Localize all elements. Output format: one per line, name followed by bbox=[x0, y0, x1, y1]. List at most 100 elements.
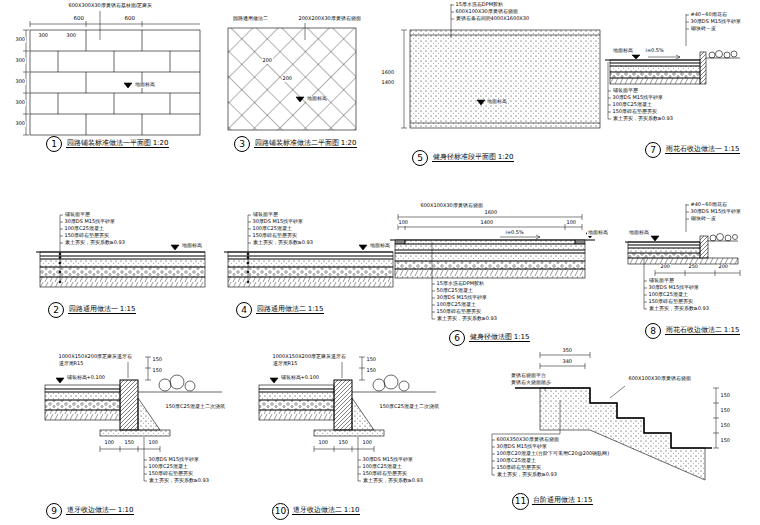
callout-number: 8 bbox=[650, 327, 656, 336]
annotation-label: 黄锈石火烧面踏步 bbox=[510, 380, 551, 386]
annotation-label: 200 bbox=[718, 264, 729, 270]
annotation-label: 铺装面平层 bbox=[64, 212, 90, 218]
annotation-label: 素土夯实，夯实系数≥0.93 bbox=[362, 478, 423, 484]
annotation-label: 黄锈石条石间距4000X1600X30 bbox=[455, 16, 530, 22]
detail-callout-circle: 5 bbox=[412, 150, 428, 166]
drawing-title: 台阶通用做法 1:15 bbox=[532, 496, 593, 505]
annotation-label: 300 bbox=[15, 79, 26, 85]
annotation-label: 300 bbox=[15, 37, 26, 43]
annotation-label: 砌块砖一皮 bbox=[690, 216, 716, 222]
detail-callout-circle: 4 bbox=[236, 302, 252, 318]
callout-number: 6 bbox=[454, 334, 460, 343]
detail-callout-circle: 1 bbox=[46, 136, 62, 152]
drawing-title: 园路铺装标准做法二平面图 1:20 bbox=[254, 139, 357, 148]
drawing-title: 道牙收边做法一 1:10 bbox=[66, 506, 134, 515]
annotation-label: 地面标高 bbox=[306, 96, 327, 102]
annotation-label: 150厚碎石垫层夯实 bbox=[64, 233, 110, 239]
annotation-label: 素土夯实，夯实系数≥0.93 bbox=[252, 240, 313, 246]
annotation-label: #40~60雨花石 bbox=[690, 202, 727, 208]
annotation-label: 30厚DS M15找平砂浆 bbox=[252, 219, 304, 225]
annotation-label: 30厚DS M15找平砂浆 bbox=[496, 444, 548, 450]
annotation-label: 30厚DS M15找平砂浆 bbox=[362, 457, 414, 463]
detail-callout-circle: 8 bbox=[645, 323, 661, 339]
drawing-title: 健身径做法图 1:15 bbox=[469, 333, 530, 342]
detail-callout-circle: 2 bbox=[48, 302, 64, 318]
annotation-label: 100 bbox=[104, 440, 115, 446]
detail-callout-circle: 6 bbox=[449, 330, 465, 346]
annotation-label: 素土夯实，夯实系数≥0.93 bbox=[648, 306, 709, 312]
annotation-label: 1000X150X200厚芝麻灰道牙石 bbox=[58, 354, 133, 360]
annotation-label: 砌块砖一皮 bbox=[690, 26, 716, 32]
annotation-label: 地面标高 bbox=[612, 48, 633, 54]
annotation-label: 350 bbox=[562, 348, 573, 354]
annotation-label: 30厚DS M15找平砂浆 bbox=[690, 19, 742, 25]
annotation-label: 150厚碎石垫层夯实 bbox=[496, 465, 542, 471]
annotation-label: 素土夯实，夯实系数≥0.93 bbox=[496, 472, 557, 478]
annotation-label: 150 bbox=[152, 368, 163, 374]
annotation-label: 地面标高 bbox=[628, 230, 649, 236]
annotation-label: 100 bbox=[566, 220, 577, 226]
annotation-label: 黄锈石烧面平台 bbox=[510, 373, 546, 379]
annotation-label: 300 bbox=[38, 33, 49, 39]
callout-number: 10 bbox=[275, 507, 286, 516]
annotation-label: 300 bbox=[15, 58, 26, 64]
annotation-label: 100厚C25混凝土 bbox=[148, 464, 188, 470]
annotation-label: i=0.5% bbox=[645, 48, 664, 54]
detail-callout-circle: 9 bbox=[46, 503, 62, 519]
annotation-label: 600 bbox=[73, 15, 85, 21]
annotation-label: 100 bbox=[148, 440, 159, 446]
annotation-label: 600X100X30厚黄锈石烧面 bbox=[455, 9, 518, 15]
annotation-label: 100厚C25混凝土 bbox=[252, 226, 292, 232]
annotation-label: 150 bbox=[152, 357, 163, 363]
annotation-label: 铺装面平层 bbox=[252, 212, 278, 218]
annotation-label: 300 bbox=[66, 33, 77, 39]
annotation-label: 150 bbox=[366, 357, 377, 363]
annotation-label: 150 bbox=[124, 440, 135, 446]
annotation-label: 150 bbox=[720, 438, 731, 444]
annotation-label: 30厚DS M15找平砂浆 bbox=[612, 95, 664, 101]
annotation-label: 15厚水洗石DPM胶粘 bbox=[455, 2, 504, 8]
annotation-label: 50厚C25混凝土 bbox=[436, 288, 473, 294]
annotation-label: 30厚DS M15找平砂浆 bbox=[64, 219, 116, 225]
annotation-label: 150厚碎石垫层夯实 bbox=[252, 233, 298, 239]
drawing-title: 雨花石收边做法二 1:15 bbox=[665, 326, 740, 335]
detail-callout-circle: 7 bbox=[645, 142, 661, 158]
drawing-title: 雨花石收边做法一 1:15 bbox=[665, 145, 740, 154]
annotation-label: 100 bbox=[362, 440, 373, 446]
annotation-label: 素土夯实，夯实系数≥0.93 bbox=[612, 116, 673, 122]
annotation-label: 150厚C25混凝土二次浇筑 bbox=[379, 404, 439, 410]
annotation-label: 150 bbox=[720, 393, 731, 399]
annotation-label: 100厚C25混凝土 bbox=[496, 458, 536, 464]
detail-callout-circle: 11 bbox=[512, 493, 529, 510]
annotation-label: 150厚碎石垫层夯实 bbox=[648, 299, 694, 305]
annotation-label: 150 bbox=[338, 440, 349, 446]
annotation-label: #40~60雨花石 bbox=[690, 12, 727, 18]
detail-callout-circle: 3 bbox=[234, 136, 250, 152]
callout-number: 9 bbox=[51, 507, 57, 516]
annotation-label: 100 bbox=[318, 440, 329, 446]
annotation-label: 600 bbox=[124, 15, 136, 21]
drawing-title: 道牙收边做法二 1:10 bbox=[292, 506, 360, 515]
annotation-label: 150厚碎石垫层夯实 bbox=[362, 471, 408, 477]
annotation-label: 100厚C25混凝土 bbox=[612, 102, 652, 108]
annotation-label: 150 bbox=[720, 408, 731, 414]
annotation-label: 地面标高 bbox=[181, 243, 202, 249]
annotation-label: 300 bbox=[15, 100, 26, 106]
annotation-label: 30厚DS M15找平砂浆 bbox=[148, 457, 200, 463]
annotation-label: 150厚C25混凝土二次浇筑 bbox=[165, 404, 225, 410]
annotation-label: 1600 bbox=[484, 210, 498, 216]
annotation-label: 1400 bbox=[480, 220, 494, 226]
annotation-label: 600X100X30厚黄锈石烧面 bbox=[628, 376, 691, 382]
annotation-label: 素土夯实，夯实系数≥0.93 bbox=[436, 316, 497, 322]
annotation-label: 100厚C25混凝土 bbox=[362, 464, 402, 470]
annotation-label: 铺装标高+0.100 bbox=[280, 375, 320, 381]
annotation-label: 100厚C25混凝土 bbox=[436, 302, 476, 308]
annotation-label: 30厚DS M15找平砂浆 bbox=[648, 285, 700, 291]
annotation-label: 地面标高 bbox=[369, 243, 390, 249]
annotation-label: 100厚C25混凝土 bbox=[64, 226, 104, 232]
callout-number: 7 bbox=[650, 146, 656, 155]
annotation-label: 100厚C25混凝土 bbox=[648, 292, 688, 298]
callout-number: 3 bbox=[239, 140, 245, 149]
drawing-title: 园路通用做法二 1:15 bbox=[256, 305, 324, 314]
annotation-label: 250 bbox=[688, 264, 699, 270]
